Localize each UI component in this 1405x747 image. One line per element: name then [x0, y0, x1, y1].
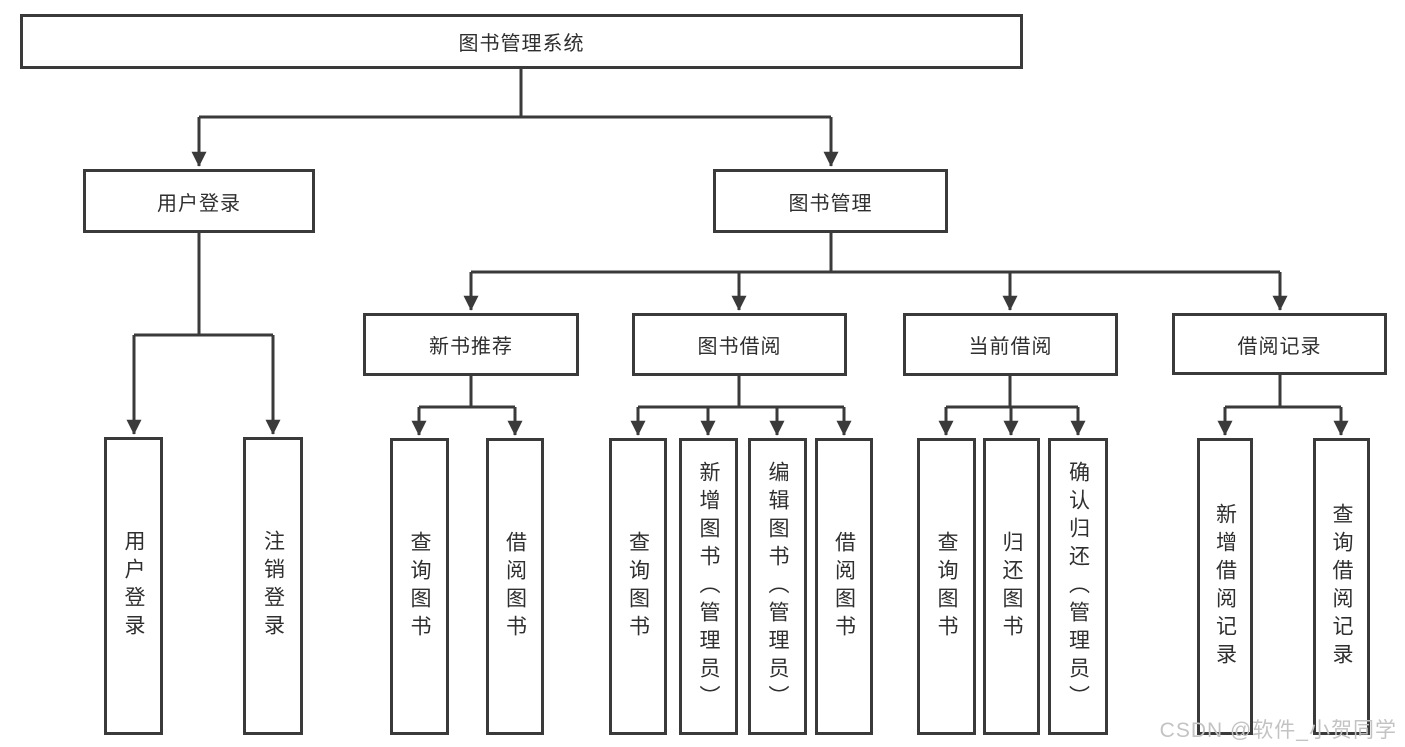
node-label: 查询图书: [626, 530, 650, 643]
node-new-book-recommend: 新书推荐: [363, 313, 579, 376]
node-label: 归还图书: [1000, 530, 1023, 643]
leaf-return-books: 归还图书: [983, 438, 1040, 735]
connector-book-mgmt-stem: [471, 233, 1280, 274]
node-label: 新增借阅记录: [1213, 502, 1237, 671]
node-label: 图书借阅: [697, 336, 782, 358]
node-label: 借阅图书: [503, 530, 527, 643]
node-label: 图书管理系统: [458, 33, 585, 55]
node-label: 注销登录: [261, 530, 285, 642]
node-label: 确认归还（管理员）: [1066, 460, 1090, 713]
node-label: 用户登录: [122, 530, 145, 642]
leaf-confirm-return-admin: 确认归还（管理员）: [1048, 438, 1108, 735]
node-book-management: 图书管理: [713, 169, 948, 233]
connector-borrow-record-stem: [1225, 375, 1341, 409]
leaf-query-books-current: 查询图书: [917, 438, 976, 735]
connector-new-book-stem: [419, 376, 515, 409]
csdn-watermark: CSDN @软件_小贺同学: [1159, 719, 1397, 742]
leaf-edit-books-admin: 编辑图书（管理员）: [748, 438, 807, 735]
leaf-logout: 注销登录: [243, 437, 303, 735]
node-root-book-management-system: 图书管理系统: [20, 14, 1023, 69]
node-label: 图书管理: [788, 192, 873, 215]
node-label: 查询图书: [408, 530, 431, 643]
leaf-query-books-borrow: 查询图书: [609, 438, 667, 735]
node-label: 编辑图书（管理员）: [766, 460, 789, 713]
node-label: 当前借阅: [968, 336, 1053, 358]
leaf-query-books-recommend: 查询图书: [390, 438, 449, 735]
node-label: 查询借阅记录: [1330, 502, 1353, 671]
leaf-add-books-admin: 新增图书（管理员）: [679, 438, 738, 735]
leaf-user-login: 用户登录: [104, 437, 163, 735]
node-current-borrow: 当前借阅: [903, 313, 1118, 376]
node-label: 用户登录: [157, 192, 241, 215]
leaf-add-borrow-record: 新增借阅记录: [1197, 438, 1253, 735]
node-label: 借阅图书: [832, 530, 856, 643]
leaf-borrow-books-recommend: 借阅图书: [486, 438, 544, 735]
connector-book-borrow-stem: [638, 376, 844, 409]
node-label: 查询图书: [935, 530, 958, 643]
leaf-borrow-books: 借阅图书: [815, 438, 873, 735]
node-borrow-record: 借阅记录: [1172, 313, 1387, 375]
node-label: 借阅记录: [1237, 335, 1322, 358]
connector-current-borrow-stem: [946, 376, 1078, 409]
node-label: 新增图书（管理员）: [697, 460, 720, 713]
node-user-login: 用户登录: [83, 169, 315, 233]
leaf-query-borrow-record: 查询借阅记录: [1313, 438, 1370, 735]
node-book-borrow: 图书借阅: [632, 313, 847, 376]
connector-root-stem: [199, 69, 831, 119]
connector-user-login-stem: [134, 233, 273, 337]
node-label: 新书推荐: [429, 336, 513, 358]
